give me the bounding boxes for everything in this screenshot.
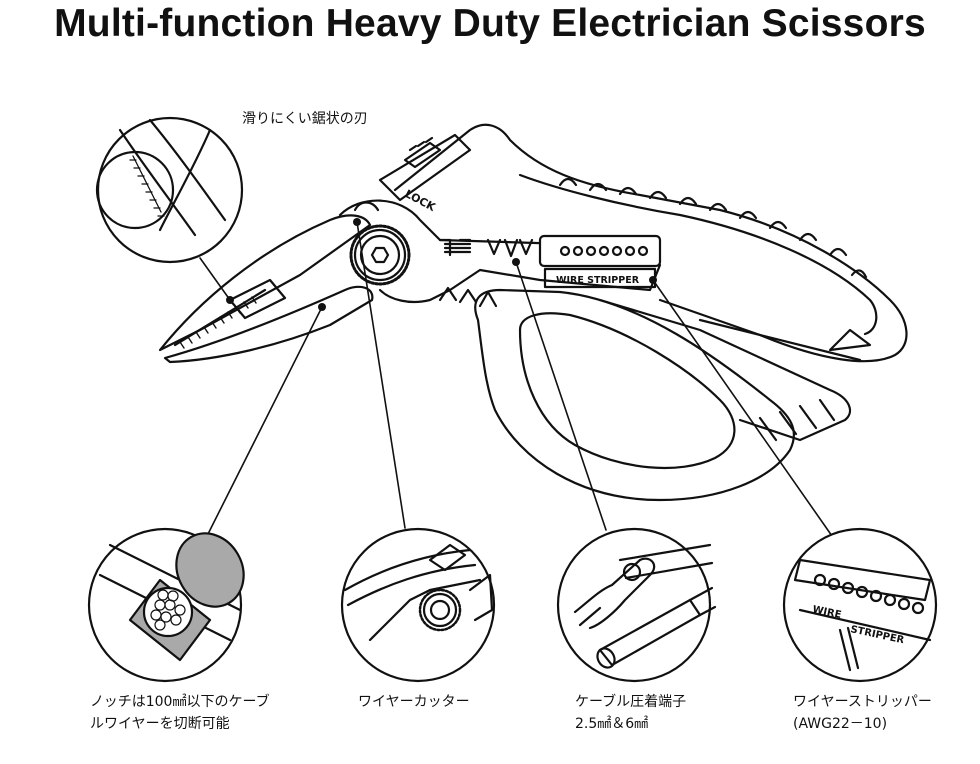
callout-wire-stripper-line2: (AWG22－10) [793,716,888,732]
callout-crimper: ケーブル圧着端子 2.5㎟＆6㎟ [575,691,686,735]
zoom-serrated-blade [95,116,244,264]
zoom-wire-cutter [340,527,496,683]
callout-wire-stripper: ワイヤーストリッパー (AWG22－10) [793,691,932,735]
lower-grip [598,298,852,442]
callout-wire-stripper-line1: ワイヤーストリッパー [793,694,932,710]
callout-notch: ノッチは100㎟以下のケーブ ルワイヤーを切断可能 [90,691,270,735]
zoom-wire-stripper [782,527,938,683]
lock-slider [378,133,472,202]
callout-notch-line1: ノッチは100㎟以下のケーブ [90,694,270,710]
upper-handle [393,123,908,363]
page-title: Multi-function Heavy Duty Electrician Sc… [54,2,926,45]
finger-loop [474,288,795,502]
callout-crimper-line2: 2.5㎟＆6㎟ [575,716,649,732]
callout-serrated-blade-line1: 滑りにくい鋸状の刃 [242,111,368,127]
zoom-crimper [556,527,717,683]
callout-crimper-line1: ケーブル圧着端子 [575,694,687,710]
pivot-bolt [353,228,407,282]
callout-wire-cutter-line1: ワイヤーカッター [358,694,470,710]
callout-wire-cutter: ワイヤーカッター [358,691,470,713]
stripper-engraving: WIRE STRIPPER [556,275,640,286]
callout-notch-line2: ルワイヤーを切断可能 [90,716,230,732]
zoom-notch [87,527,245,683]
callout-serrated-blade: 滑りにくい鋸状の刃 [242,108,368,130]
